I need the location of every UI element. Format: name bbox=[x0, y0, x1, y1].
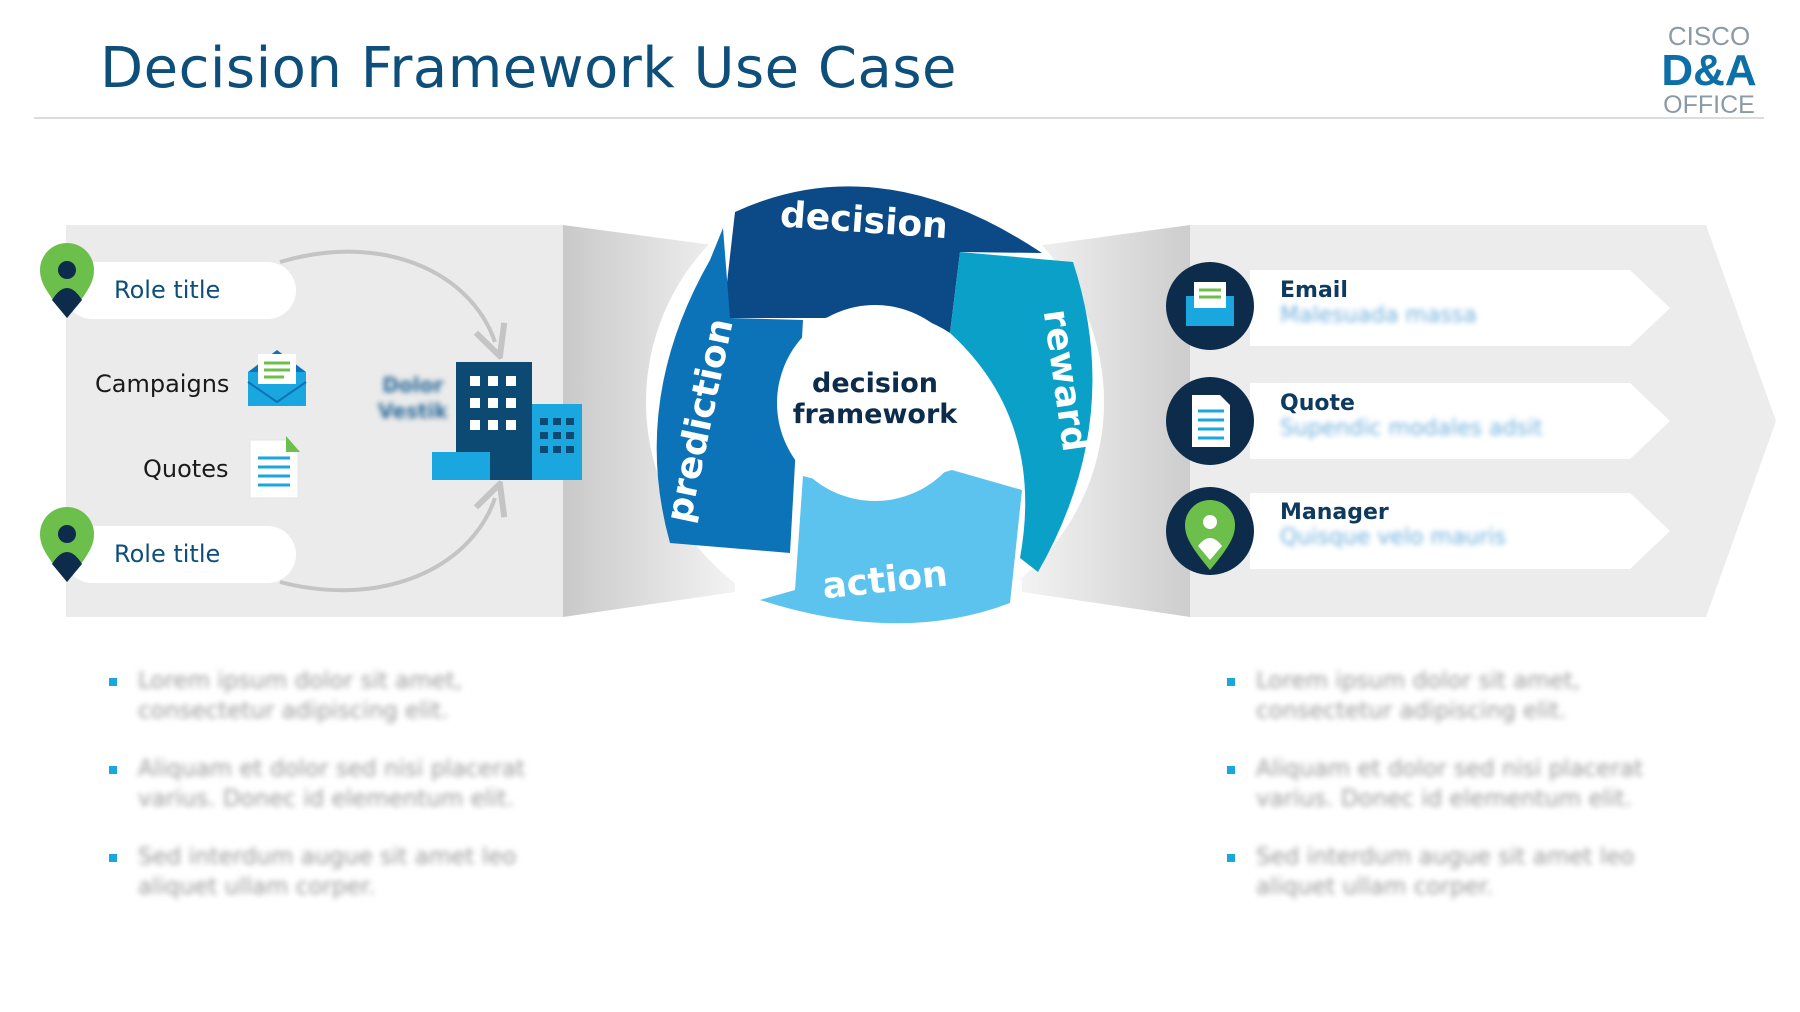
location-pin-icon bbox=[40, 243, 94, 318]
channel-bar-quote bbox=[1250, 383, 1670, 459]
channel-subtitle: Malesuada massa bbox=[1280, 303, 1477, 328]
channel-title: Manager bbox=[1280, 500, 1389, 525]
envelope-icon bbox=[1166, 262, 1254, 350]
bullet-list-left: Lorem ipsum dolor sit amet, consectetur … bbox=[108, 666, 568, 930]
document-icon bbox=[1166, 377, 1254, 465]
channel-title: Email bbox=[1280, 278, 1348, 303]
channel-title: Quote bbox=[1280, 391, 1355, 416]
list-item: Sed interdum augue sit amet leo aliquet … bbox=[1226, 842, 1686, 902]
channel-bar-email bbox=[1250, 270, 1670, 346]
building-icon bbox=[432, 362, 582, 480]
segment-prediction bbox=[656, 228, 803, 553]
list-item: Aliquam et dolor sed nisi placerat variu… bbox=[1226, 754, 1686, 814]
cycle-center-label: decision framework bbox=[775, 368, 975, 430]
list-item: Sed interdum augue sit amet leo aliquet … bbox=[108, 842, 568, 902]
role-pill-top bbox=[64, 262, 296, 319]
document-icon bbox=[249, 436, 300, 499]
title-divider bbox=[34, 117, 1764, 119]
quotes-label: Quotes bbox=[143, 455, 229, 483]
bullet-text: Lorem ipsum dolor sit amet, consectetur … bbox=[1256, 668, 1581, 724]
channel-manager: Manager Quisque velo mauris bbox=[1280, 500, 1506, 550]
cisco-da-office-logo: CISCO D&A OFFICE bbox=[1654, 22, 1764, 118]
arrow-top-curve bbox=[279, 249, 495, 342]
arrow-bottom-curve bbox=[279, 498, 495, 593]
segment-action bbox=[760, 470, 1022, 624]
channel-bar-manager bbox=[1250, 493, 1670, 569]
bullet-text: Aliquam et dolor sed nisi placerat variu… bbox=[1256, 756, 1644, 812]
bullet-list-right: Lorem ipsum dolor sit amet, consectetur … bbox=[1226, 666, 1686, 930]
role-title-bottom: Role title bbox=[114, 540, 221, 568]
building-label-line-1: Dolor bbox=[382, 373, 444, 397]
channel-subtitle: Supendic modales adsit bbox=[1280, 416, 1543, 441]
manager-pin-icon bbox=[1166, 487, 1254, 575]
bullet-text: Lorem ipsum dolor sit amet, consectetur … bbox=[138, 668, 463, 724]
channel-email: Email Malesuada massa bbox=[1280, 278, 1477, 328]
list-item: Aliquam et dolor sed nisi placerat variu… bbox=[108, 754, 568, 814]
logo-line-1: CISCO bbox=[1667, 21, 1751, 51]
channel-quote: Quote Supendic modales adsit bbox=[1280, 391, 1543, 441]
segment-reward bbox=[950, 252, 1093, 572]
list-item: Lorem ipsum dolor sit amet, consectetur … bbox=[1226, 666, 1686, 726]
role-pill-bottom bbox=[64, 526, 296, 583]
bullet-text: Aliquam et dolor sed nisi placerat variu… bbox=[138, 756, 526, 812]
segment-decision bbox=[723, 186, 1042, 333]
role-title-top: Role title bbox=[114, 276, 221, 304]
page-title: Decision Framework Use Case bbox=[100, 36, 957, 101]
campaigns-label: Campaigns bbox=[95, 370, 230, 398]
bullet-text: Sed interdum augue sit amet leo aliquet … bbox=[138, 844, 517, 900]
list-item: Lorem ipsum dolor sit amet, consectetur … bbox=[108, 666, 568, 726]
center-line-1: decision bbox=[812, 368, 938, 399]
cycle-center bbox=[777, 305, 973, 501]
center-line-2: framework bbox=[792, 399, 958, 430]
channel-subtitle: Quisque velo mauris bbox=[1280, 525, 1506, 550]
building-label: Dolor Vestik bbox=[378, 372, 448, 424]
bullet-text: Sed interdum augue sit amet leo aliquet … bbox=[1256, 844, 1635, 900]
envelope-icon bbox=[247, 350, 307, 406]
building-label-line-2: Vestik bbox=[378, 399, 448, 423]
logo-line-2: D&A bbox=[1661, 46, 1757, 95]
location-pin-icon bbox=[40, 507, 94, 582]
logo-line-3: OFFICE bbox=[1663, 91, 1755, 119]
